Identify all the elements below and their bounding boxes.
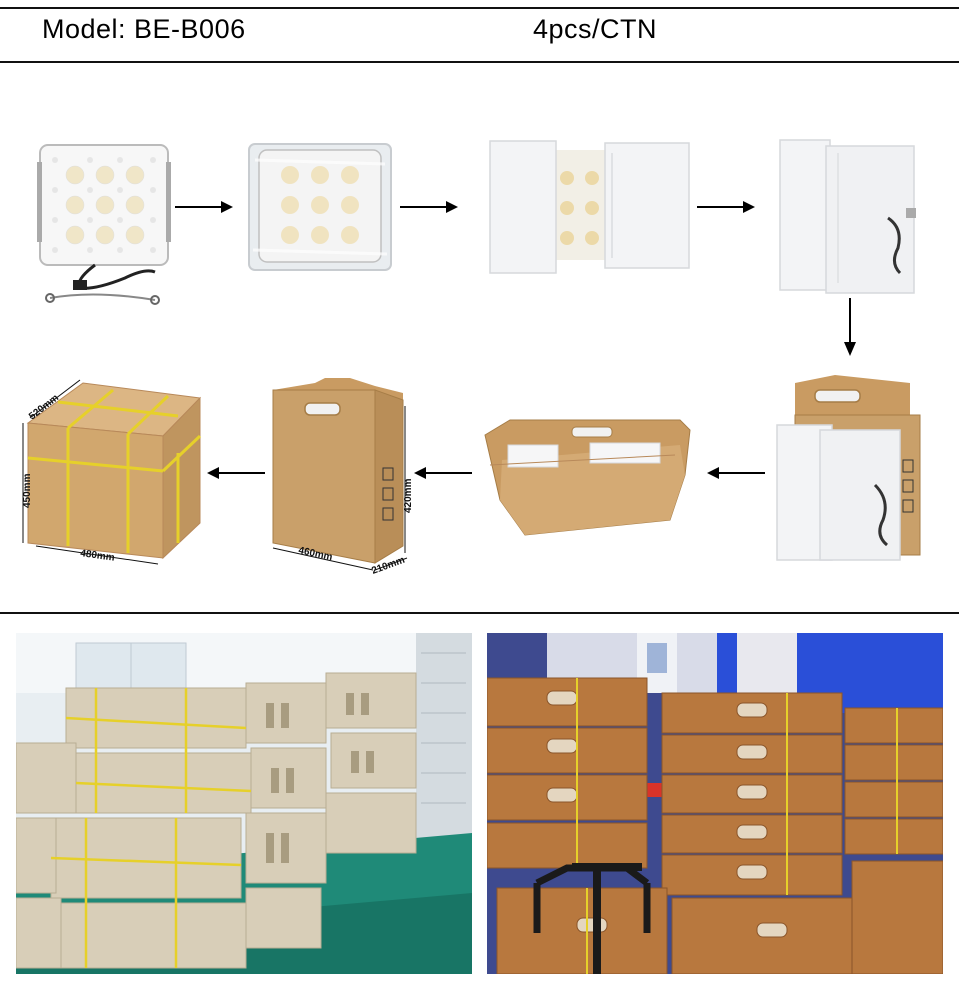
section-divider (0, 612, 959, 614)
step-master-carton (22, 379, 202, 565)
arrow-left-icon (414, 467, 472, 479)
dimension-label-inner-length: 460mm (297, 545, 333, 563)
arrow-right-icon (175, 201, 233, 213)
step-foam-block (779, 139, 916, 294)
master-carton-dimension-labels: 520mm 450mm 480mm (22, 392, 116, 564)
arrow-right-icon (400, 201, 458, 213)
header-bar: Model: BE-B006 4pcs/CTN (0, 0, 959, 64)
dimension-label-outer-length: 480mm (80, 548, 116, 564)
step-open-carton (484, 419, 691, 536)
model-label: Model: BE-B006 (42, 14, 246, 44)
step-foam-into-carton (776, 375, 921, 561)
step-inner-carton (272, 378, 408, 571)
dimension-label-inner-height: 420mm (403, 478, 414, 513)
arrow-down-icon (844, 298, 856, 356)
dimension-label-outer-height: 450mm (22, 473, 33, 508)
dimension-label-inner-depth: 210mm (370, 555, 406, 577)
step-led-light (37, 144, 171, 305)
header-top-rule (0, 7, 959, 9)
header-bottom-rule (0, 61, 959, 63)
dimension-label-outer-width: 520mm (27, 392, 61, 422)
arrow-right-icon (697, 201, 755, 213)
package-quantity-label: 4pcs/CTN (533, 14, 658, 44)
step-foam-protection (489, 140, 690, 274)
arrow-left-icon (207, 467, 265, 479)
inner-carton-dimension-labels: 460mm 420mm 210mm (297, 478, 414, 577)
pallet-jack-photo (487, 633, 943, 974)
warehouse-photo (16, 633, 472, 974)
step-light-in-bag (248, 143, 392, 271)
arrow-left-icon (707, 467, 765, 479)
